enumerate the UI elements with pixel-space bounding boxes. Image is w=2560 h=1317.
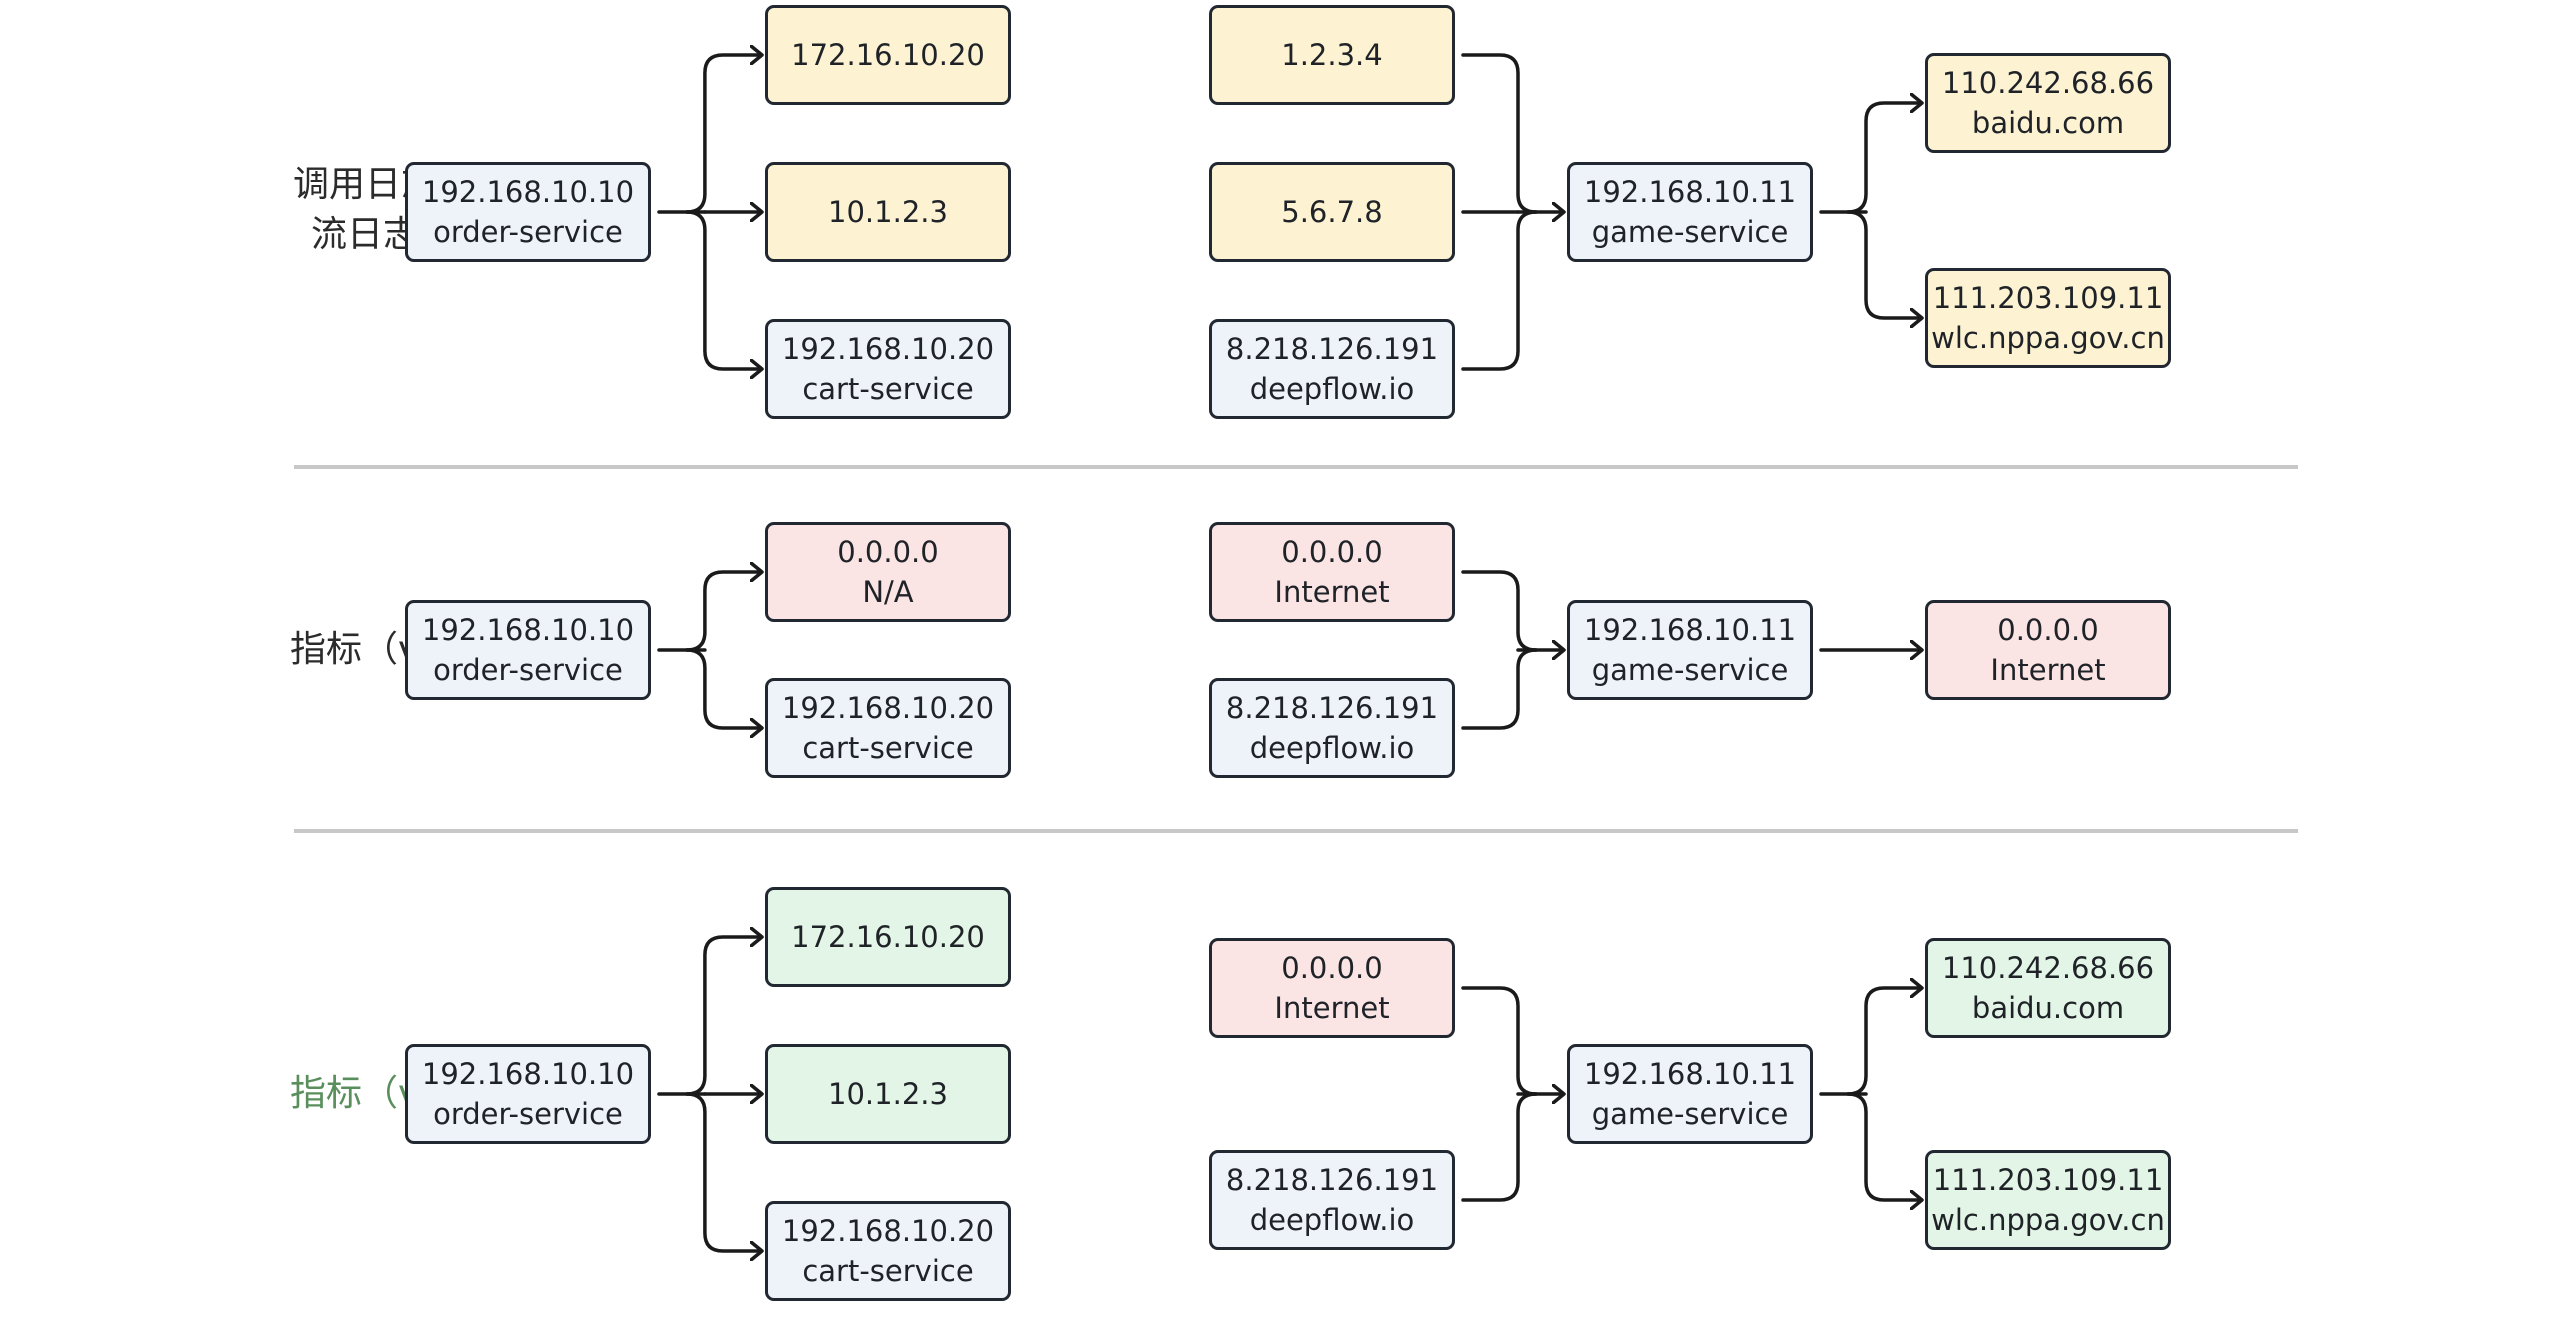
arrow-connector (1846, 988, 1921, 1096)
server-target-node: 192.168.10.11 game-service (1567, 600, 1813, 700)
server-source-node: 1.2.3.4 (1209, 5, 1455, 105)
row-label-line: 流日志 (310, 214, 419, 255)
row-divider (294, 465, 2298, 469)
arrow-connector (685, 648, 761, 728)
node-hostname: game-service (1591, 1097, 1789, 1131)
node-address: 8.218.126.191 (1225, 691, 1439, 725)
node-hostname: cart-service (802, 372, 974, 406)
client-destination-node: 172.16.10.20 (765, 5, 1011, 105)
node-hostname: deepflow.io (1249, 731, 1415, 765)
arrow-connector (1846, 103, 1921, 214)
node-hostname: wlc.nppa.gov.cn (1931, 321, 2165, 355)
server-destination-node: 111.203.109.11 wlc.nppa.gov.cn (1925, 1150, 2171, 1250)
node-hostname: Internet (1274, 575, 1390, 609)
client-destination-node: 172.16.10.20 (765, 887, 1011, 987)
client-destination-node: 10.1.2.3 (765, 162, 1011, 262)
merge-branch (1461, 210, 1538, 371)
client-destination-node: 10.1.2.3 (765, 1044, 1011, 1144)
node-address: 0.0.0.0 (1281, 535, 1383, 569)
node-address: 192.168.10.20 (781, 332, 995, 366)
arrow-connector (685, 55, 761, 214)
node-hostname: deepflow.io (1249, 1203, 1415, 1237)
node-address: 110.242.68.66 (1941, 66, 2155, 100)
server-source-node: 8.218.126.191 deepflow.io (1209, 1150, 1455, 1250)
client-source-node: 192.168.10.10 order-service (405, 600, 651, 700)
node-address: 5.6.7.8 (1281, 195, 1383, 229)
client-source-node: 192.168.10.10 order-service (405, 162, 651, 262)
client-source-node: 192.168.10.10 order-service (405, 1044, 651, 1144)
node-address: 111.203.109.11 (1932, 1163, 2164, 1197)
server-destination-node: 110.242.68.66 baidu.com (1925, 53, 2171, 153)
arrow-connector (685, 937, 761, 1096)
node-hostname: wlc.nppa.gov.cn (1931, 1203, 2165, 1237)
server-source-node: 8.218.126.191 deepflow.io (1209, 319, 1455, 419)
node-hostname: baidu.com (1971, 991, 2125, 1025)
node-address: 111.203.109.11 (1932, 281, 2164, 315)
node-hostname: order-service (433, 215, 623, 249)
server-source-node: 5.6.7.8 (1209, 162, 1455, 262)
node-address: 172.16.10.20 (791, 920, 985, 954)
node-address: 10.1.2.3 (828, 195, 948, 229)
merge-branch (1461, 1092, 1538, 1202)
arrow-connector (1846, 210, 1921, 318)
arrow-connector (685, 210, 761, 369)
client-destination-node: 192.168.10.20 cart-service (765, 678, 1011, 778)
node-hostname: game-service (1591, 653, 1789, 687)
node-address: 110.242.68.66 (1941, 951, 2155, 985)
node-address: 8.218.126.191 (1225, 332, 1439, 366)
node-address: 192.168.10.11 (1583, 175, 1797, 209)
server-target-node: 192.168.10.11 game-service (1567, 1044, 1813, 1144)
node-address: 192.168.10.11 (1583, 1057, 1797, 1091)
node-hostname: cart-service (802, 1254, 974, 1288)
node-address: 0.0.0.0 (1281, 951, 1383, 985)
node-address: 192.168.10.10 (421, 175, 635, 209)
arrow-connector (685, 1092, 761, 1251)
node-address: 192.168.10.20 (781, 691, 995, 725)
arrow-connector (685, 572, 761, 652)
node-address: 192.168.10.10 (421, 613, 635, 647)
node-hostname: game-service (1591, 215, 1789, 249)
merge-branch (1461, 53, 1538, 214)
client-destination-node: 192.168.10.20 cart-service (765, 319, 1011, 419)
arrow-connector (1846, 1092, 1921, 1200)
merge-branch (1461, 648, 1538, 730)
server-destination-node: 111.203.109.11 wlc.nppa.gov.cn (1925, 268, 2171, 368)
server-destination-node: 110.242.68.66 baidu.com (1925, 938, 2171, 1038)
node-address: 192.168.10.11 (1583, 613, 1797, 647)
client-destination-node: 192.168.10.20 cart-service (765, 1201, 1011, 1301)
node-hostname: baidu.com (1971, 106, 2125, 140)
server-target-node: 192.168.10.11 game-service (1567, 162, 1813, 262)
node-address: 192.168.10.20 (781, 1214, 995, 1248)
merge-branch (1461, 986, 1538, 1096)
node-hostname: cart-service (802, 731, 974, 765)
node-address: 0.0.0.0 (837, 535, 939, 569)
node-hostname: N/A (862, 575, 914, 609)
node-hostname: Internet (1990, 653, 2106, 687)
row-divider (294, 829, 2298, 833)
node-address: 10.1.2.3 (828, 1077, 948, 1111)
server-source-node: 8.218.126.191 deepflow.io (1209, 678, 1455, 778)
node-address: 172.16.10.20 (791, 38, 985, 72)
node-hostname: Internet (1274, 991, 1390, 1025)
node-hostname: order-service (433, 1097, 623, 1131)
node-address: 8.218.126.191 (1225, 1163, 1439, 1197)
node-address: 192.168.10.10 (421, 1057, 635, 1091)
node-address: 1.2.3.4 (1281, 38, 1383, 72)
merge-branch (1461, 570, 1538, 652)
node-address: 0.0.0.0 (1997, 613, 2099, 647)
node-hostname: order-service (433, 653, 623, 687)
node-hostname: deepflow.io (1249, 372, 1415, 406)
